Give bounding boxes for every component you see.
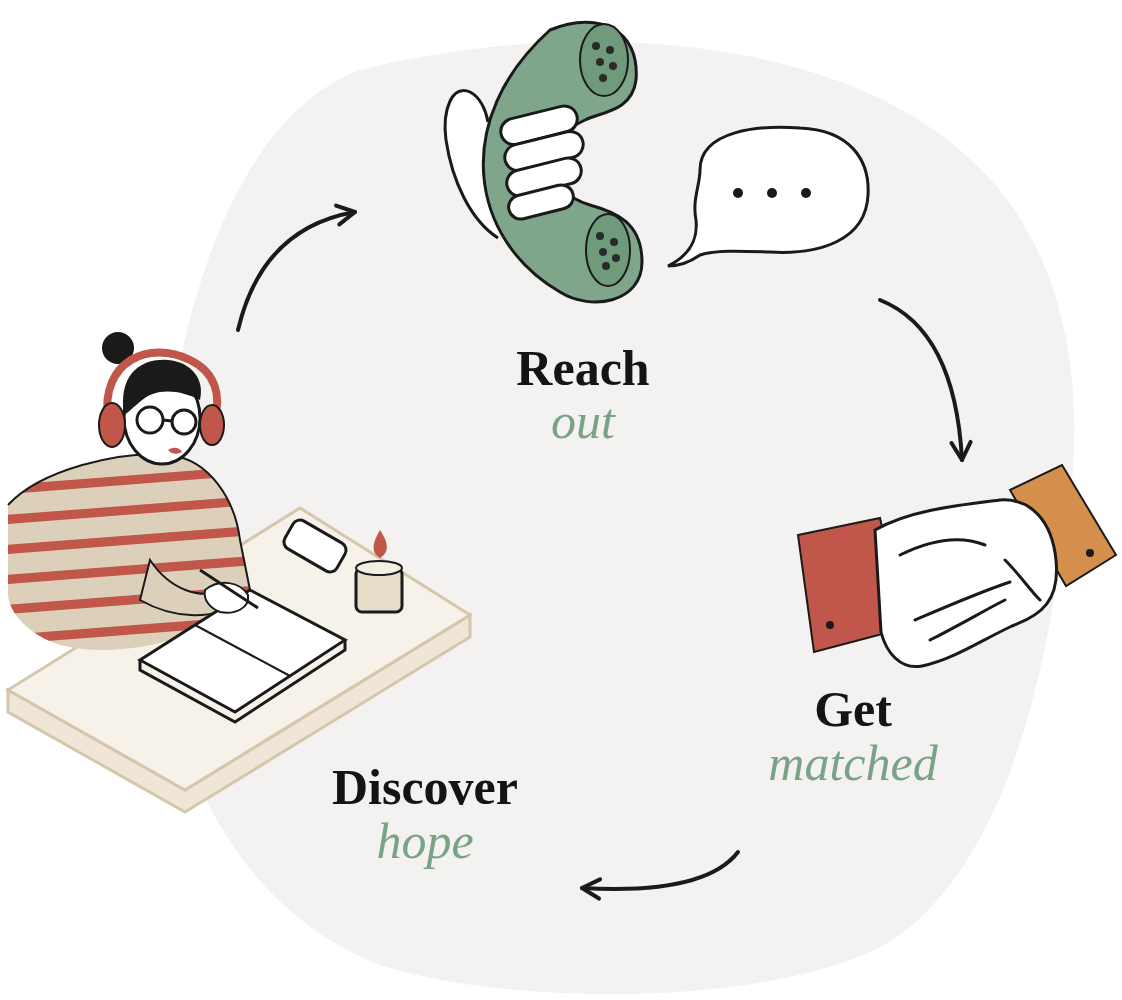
finger-line bbox=[930, 600, 1005, 640]
headphone-band bbox=[107, 353, 217, 421]
book-spine bbox=[195, 625, 290, 676]
step-subtitle: hope bbox=[376, 816, 473, 866]
hair bbox=[123, 360, 201, 415]
arrow-line bbox=[582, 852, 738, 889]
pen bbox=[200, 570, 258, 608]
step-node: Discoverhope bbox=[6, 330, 582, 905]
bubble-dot bbox=[733, 188, 743, 198]
lips bbox=[168, 448, 182, 454]
phone-handset bbox=[483, 22, 642, 302]
arrow-line bbox=[880, 300, 962, 460]
step-node: Getmatched bbox=[795, 460, 1120, 852]
step-node: Reachout bbox=[355, 60, 880, 452]
finger-line bbox=[915, 582, 1010, 620]
glasses-lens bbox=[137, 407, 163, 433]
finger-lines bbox=[900, 540, 1040, 640]
handshake bbox=[875, 500, 1057, 667]
stripe bbox=[0, 560, 260, 580]
finger-line bbox=[1005, 560, 1040, 600]
step-title: Discover bbox=[332, 762, 518, 812]
hole bbox=[612, 254, 620, 262]
thumb-line bbox=[900, 540, 985, 555]
cycle-arrow bbox=[238, 206, 355, 330]
step-title: Reach bbox=[516, 343, 649, 393]
glasses-lens bbox=[172, 410, 196, 434]
hole bbox=[592, 42, 600, 50]
arrow-line bbox=[238, 212, 355, 330]
shirt-outline bbox=[8, 454, 252, 600]
hole bbox=[596, 232, 604, 240]
step-subtitle: matched bbox=[768, 738, 937, 788]
phone-mouthpiece bbox=[586, 214, 630, 286]
headphone-cup bbox=[200, 405, 224, 445]
cuff-button bbox=[1086, 549, 1094, 557]
cycle-arrow bbox=[880, 300, 971, 460]
stripe bbox=[0, 530, 260, 550]
step-title: Get bbox=[814, 684, 892, 734]
hand-fingers bbox=[498, 103, 586, 221]
hole bbox=[610, 238, 618, 246]
hole bbox=[599, 74, 607, 82]
hole bbox=[596, 58, 604, 66]
hole bbox=[602, 262, 610, 270]
bubble-dot bbox=[767, 188, 777, 198]
mobile-phone bbox=[281, 517, 349, 575]
headphone-cup bbox=[99, 403, 125, 447]
arrow-head bbox=[336, 206, 355, 225]
cuff-button bbox=[826, 621, 834, 629]
glasses-bridge bbox=[163, 420, 172, 421]
arrow-head bbox=[582, 879, 600, 898]
hole bbox=[609, 62, 617, 70]
stripe bbox=[0, 500, 260, 520]
bubble-dot bbox=[801, 188, 811, 198]
phone-holes bbox=[592, 42, 620, 270]
cycle-arrow bbox=[582, 852, 738, 899]
phone-earpiece bbox=[580, 24, 628, 96]
candle-flame bbox=[374, 530, 387, 558]
speech-bubble bbox=[668, 127, 868, 266]
book-edge bbox=[140, 640, 345, 722]
step-subtitle: out bbox=[551, 396, 615, 446]
candle-top bbox=[356, 561, 402, 575]
hole bbox=[599, 248, 607, 256]
arrow-head bbox=[951, 442, 970, 460]
hole bbox=[606, 46, 614, 54]
finger bbox=[506, 182, 576, 221]
